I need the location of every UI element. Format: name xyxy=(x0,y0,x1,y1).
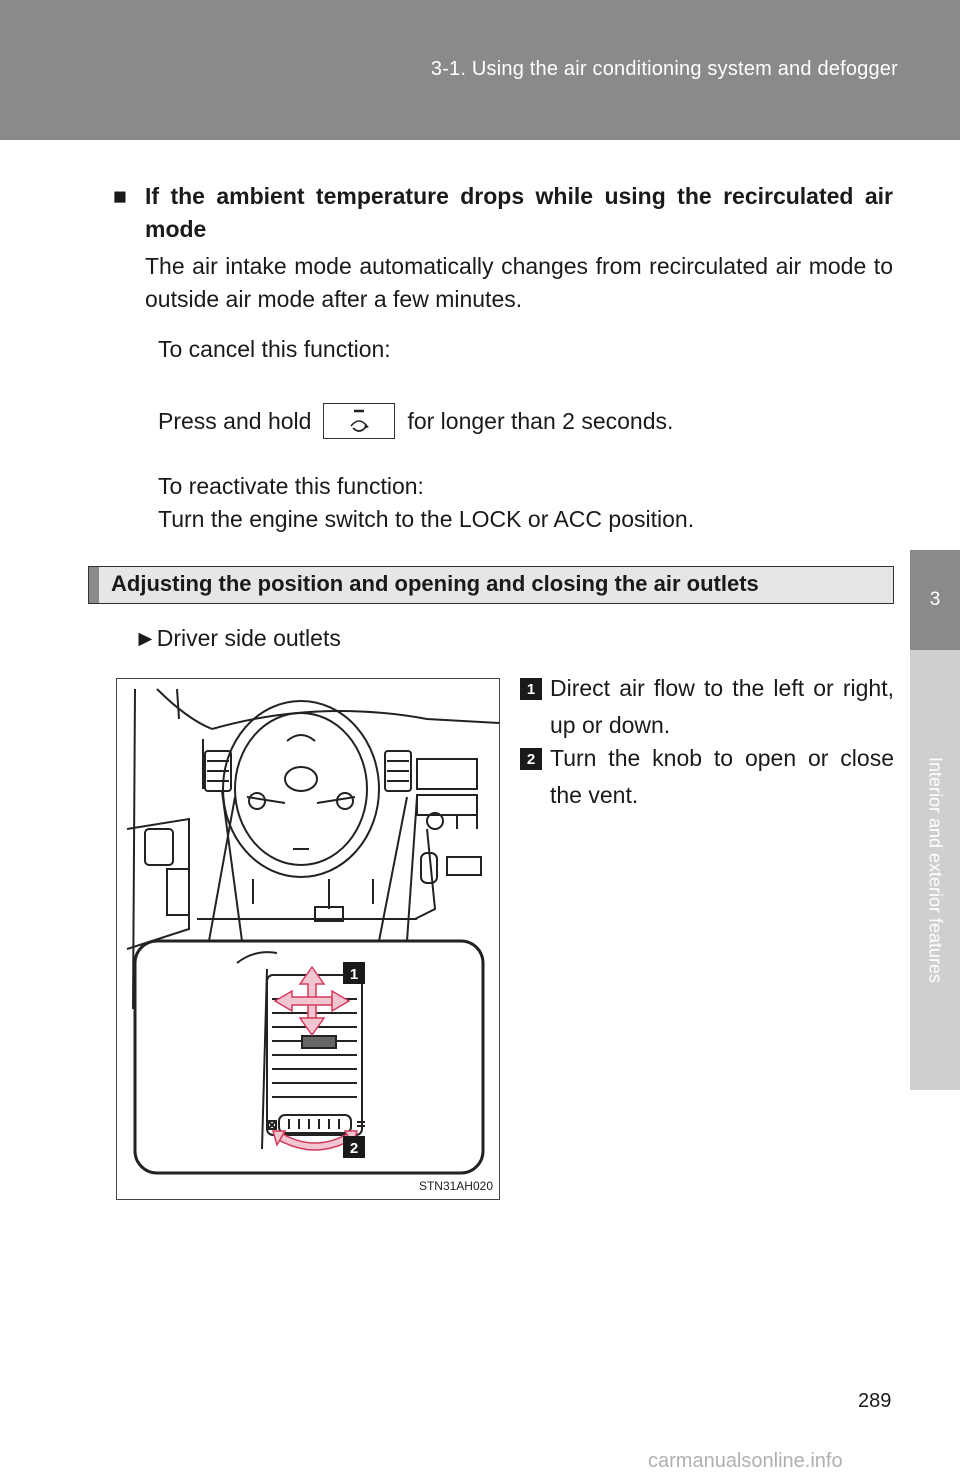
recirculated-air-button xyxy=(323,403,396,439)
figure-label-2: 2 xyxy=(350,1140,358,1157)
chapter-label: Interior and exterior features xyxy=(925,756,946,984)
dashboard-drawing: 1 2 xyxy=(126,688,499,1175)
step-2-number: 2 xyxy=(520,748,542,770)
bullet-body: The air intake mode automatically change… xyxy=(145,253,893,312)
chapter-label-box: Interior and exterior features xyxy=(910,650,960,1090)
press-prefix: Press and hold xyxy=(158,407,312,434)
watermark: carmanualsonline.info xyxy=(648,1450,843,1472)
press-suffix: for longer than 2 seconds. xyxy=(407,407,674,434)
page-number: 289 xyxy=(858,1390,892,1412)
reactivate-instruction: Turn the engine switch to the LOCK or AC… xyxy=(158,506,695,532)
sub-item-driver-side: ►Driver side outlets xyxy=(134,625,341,652)
figure-label-1: 1 xyxy=(350,966,358,983)
step-2: 2 Turn the knob to open or close the ven… xyxy=(520,740,894,814)
step-2-text: Turn the knob to open or close the vent. xyxy=(550,745,894,808)
step-1-number: 1 xyxy=(520,678,542,700)
press-hold-line: Press and hold for longer than 2 seconds… xyxy=(158,403,673,439)
bullet-heading-text: If the ambient temperature drops while u… xyxy=(145,183,893,242)
step-1-text: Direct air flow to the left or right, up… xyxy=(550,675,894,738)
driver-vent-illustration: 1 2 STN31AH020 xyxy=(116,678,500,1200)
header-title: 3-1. Using the air conditioning system a… xyxy=(430,58,898,80)
section-heading-bar: Adjusting the position and opening and c… xyxy=(88,566,894,604)
cancel-title: To cancel this function: xyxy=(158,336,391,362)
square-bullet-icon: ■ xyxy=(113,183,127,209)
page-header: 3-1. Using the air conditioning system a… xyxy=(0,0,960,140)
figure-code: STN31AH020 xyxy=(418,1179,493,1193)
chapter-side-tab: 3 Interior and exterior features xyxy=(910,140,960,1484)
reactivate-title: To reactivate this function: xyxy=(158,473,424,499)
sub-item-label: Driver side outlets xyxy=(156,625,341,651)
recirculated-air-icon xyxy=(350,409,370,432)
chapter-number: 3 xyxy=(910,550,960,650)
bullet-heading: ■ If the ambient temperature drops while… xyxy=(113,180,893,246)
step-1: 1 Direct air flow to the left or right, … xyxy=(520,670,894,744)
section-title: Adjusting the position and opening and c… xyxy=(111,571,759,596)
triangle-marker-icon: ► xyxy=(134,625,157,651)
